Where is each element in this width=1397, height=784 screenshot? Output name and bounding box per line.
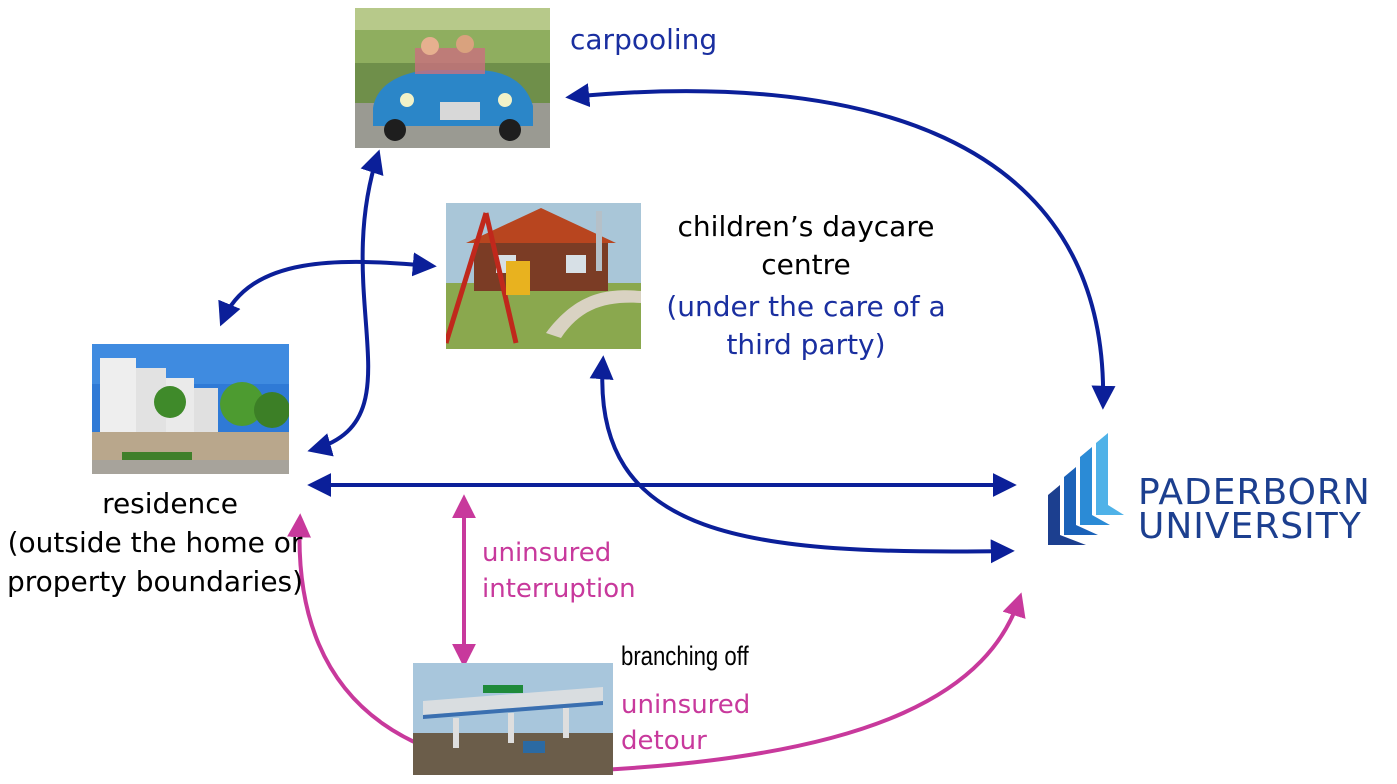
daycare-label: children’s daycare centre [677,210,935,281]
arrow-carpool-university [565,83,1116,410]
arrow-residence-carpool [307,149,384,457]
carpooling-label: carpooling [570,23,718,56]
residence-note: (outside the home or property boundaries… [6,526,304,598]
residence-photo [92,344,289,474]
detour-label: uninsured detour [621,690,751,756]
daycare-photo [446,203,641,349]
arrow-residence-daycare [218,252,437,327]
residence-label: residence [102,487,238,520]
interruption-label: uninsured interruption [482,538,636,604]
gas-station-photo [413,663,613,775]
branching-off-label: branching off [621,641,749,671]
university-name-line1: PADERBORN [1138,472,1371,513]
university-logo-icon [1048,433,1124,545]
carpooling-photo [355,8,550,148]
daycare-note: (under the care of a third party) [666,290,946,361]
arrow-daycare-university [589,355,1015,564]
university-name-line2: UNIVERSITY [1138,506,1362,547]
university-name: PADERBORN UNIVERSITY [1138,472,1371,547]
